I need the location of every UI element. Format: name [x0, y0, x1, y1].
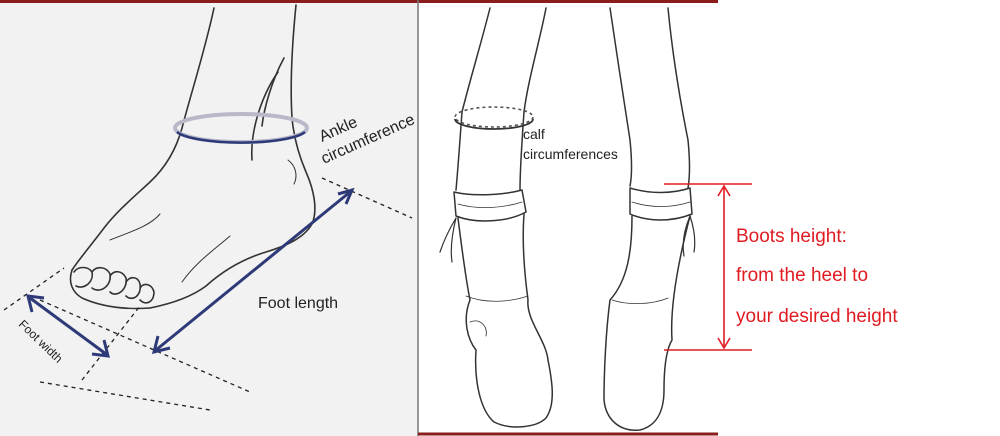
left-leg-outline [461, 7, 491, 113]
right-boot-body [603, 215, 691, 431]
boots-height-line1: Boots height: [736, 226, 847, 247]
boots-height-line2: from the heel to [736, 265, 868, 286]
sole-guide-line [39, 299, 251, 393]
boots-height-marker [664, 183, 752, 351]
foot-guide-lines [3, 177, 413, 411]
calf-label-line1: calf [523, 126, 545, 142]
calf-ring [454, 106, 534, 130]
left-boot-cuff [453, 189, 527, 222]
ankle-ring [173, 112, 309, 144]
right-boot-cuff [629, 187, 693, 221]
foot-panel-background [0, 0, 418, 436]
foot-length-label: Foot length [258, 295, 338, 312]
heel-guide-line [321, 177, 413, 219]
calf-label-line2: circumferences [523, 146, 618, 162]
boots-height-line3: your desired height [736, 306, 898, 327]
left-boot-body [457, 213, 553, 428]
foot-width-arrow [26, 294, 110, 358]
foot-length-arrow [151, 187, 355, 355]
boots-sketch [439, 7, 696, 431]
